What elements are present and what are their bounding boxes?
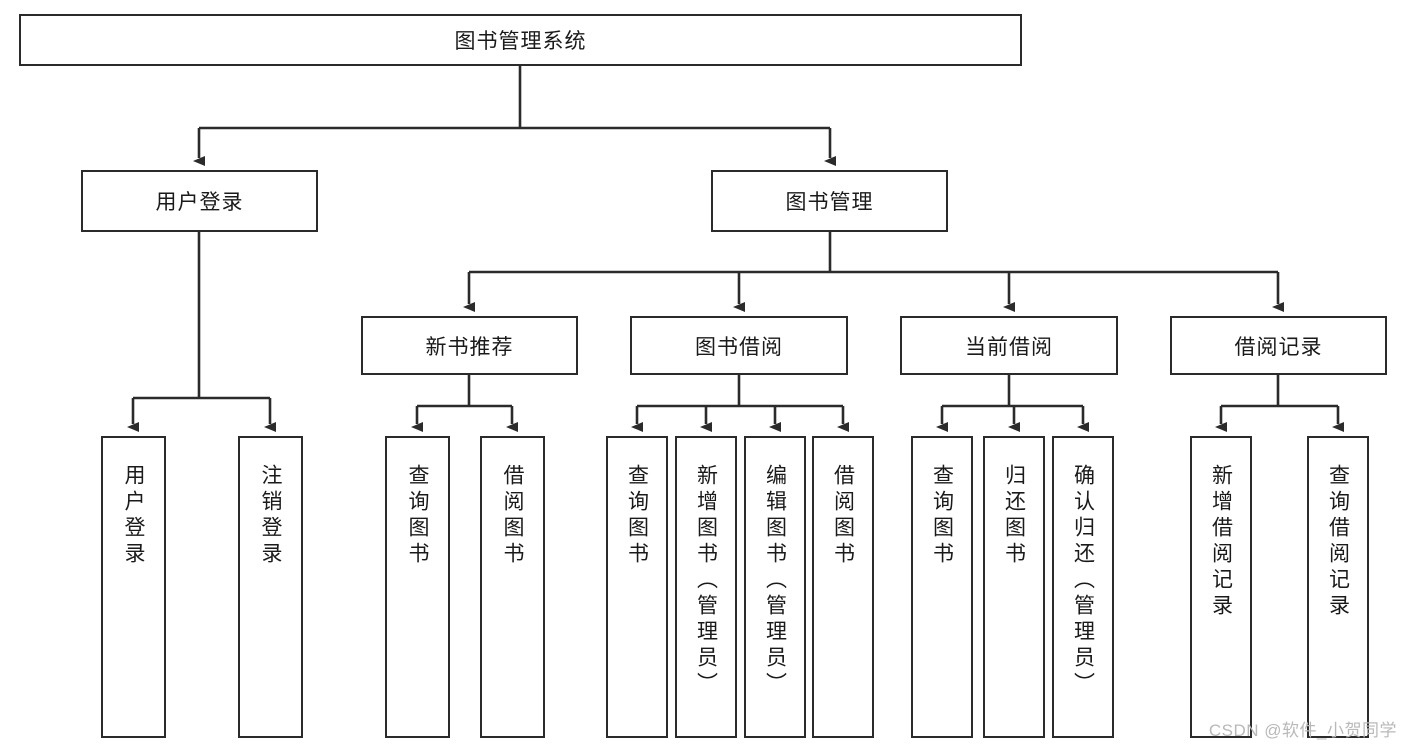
watermark-text: CSDN @软件_小贺同学 xyxy=(1208,721,1397,740)
node-leaf-borrow-edit[interactable]: 编辑图书（管理员） xyxy=(744,436,806,738)
node-new-book-recommend-label: 新书推荐 xyxy=(425,335,514,359)
node-book-manage[interactable]: 图书管理 xyxy=(711,170,948,232)
node-leaf-borrow-lend[interactable]: 借阅图书 xyxy=(812,436,874,738)
node-user-login-label: 用户登录 xyxy=(155,191,244,214)
node-borrow-record-label: 借阅记录 xyxy=(1234,335,1323,359)
node-leaf-user-login-label: 用户登录 xyxy=(122,464,145,568)
node-leaf-user-login[interactable]: 用户登录 xyxy=(101,436,166,738)
node-leaf-borrow-query[interactable]: 查询图书 xyxy=(606,436,668,738)
node-leaf-borrow-add[interactable]: 新增图书（管理员） xyxy=(675,436,737,738)
node-leaf-current-return-label: 归还图书 xyxy=(1002,464,1026,568)
node-leaf-record-add-label: 新增借阅记录 xyxy=(1209,464,1233,620)
node-book-manage-label: 图书管理 xyxy=(785,191,874,214)
node-root[interactable]: 图书管理系统 xyxy=(19,14,1022,66)
node-book-borrow[interactable]: 图书借阅 xyxy=(630,316,848,375)
node-leaf-borrow-add-label: 新增图书（管理员） xyxy=(694,464,718,698)
node-leaf-user-logout[interactable]: 注销登录 xyxy=(238,436,303,738)
node-current-borrow[interactable]: 当前借阅 xyxy=(900,316,1118,375)
node-leaf-current-return[interactable]: 归还图书 xyxy=(983,436,1045,738)
node-leaf-recommend-query-label: 查询图书 xyxy=(406,464,429,568)
node-leaf-record-add[interactable]: 新增借阅记录 xyxy=(1190,436,1252,738)
node-leaf-current-confirm[interactable]: 确认归还（管理员） xyxy=(1052,436,1114,738)
node-leaf-recommend-borrow-label: 借阅图书 xyxy=(501,464,524,568)
node-leaf-recommend-borrow[interactable]: 借阅图书 xyxy=(480,436,545,738)
node-leaf-recommend-query[interactable]: 查询图书 xyxy=(385,436,450,738)
node-leaf-record-query-label: 查询借阅记录 xyxy=(1326,464,1350,620)
node-leaf-borrow-lend-label: 借阅图书 xyxy=(831,464,855,568)
node-book-borrow-label: 图书借阅 xyxy=(695,335,783,359)
node-leaf-current-query-label: 查询图书 xyxy=(930,464,954,568)
node-leaf-user-logout-label: 注销登录 xyxy=(259,464,282,568)
node-new-book-recommend[interactable]: 新书推荐 xyxy=(361,316,578,375)
node-leaf-current-query[interactable]: 查询图书 xyxy=(911,436,973,738)
node-leaf-current-confirm-label: 确认归还（管理员） xyxy=(1071,464,1095,698)
node-current-borrow-label: 当前借阅 xyxy=(965,335,1053,359)
node-borrow-record[interactable]: 借阅记录 xyxy=(1170,316,1387,375)
node-leaf-borrow-edit-label: 编辑图书（管理员） xyxy=(763,464,787,698)
node-leaf-record-query[interactable]: 查询借阅记录 xyxy=(1307,436,1369,738)
node-user-login[interactable]: 用户登录 xyxy=(81,170,318,232)
node-root-label: 图书管理系统 xyxy=(454,30,587,53)
node-leaf-borrow-query-label: 查询图书 xyxy=(625,464,649,568)
